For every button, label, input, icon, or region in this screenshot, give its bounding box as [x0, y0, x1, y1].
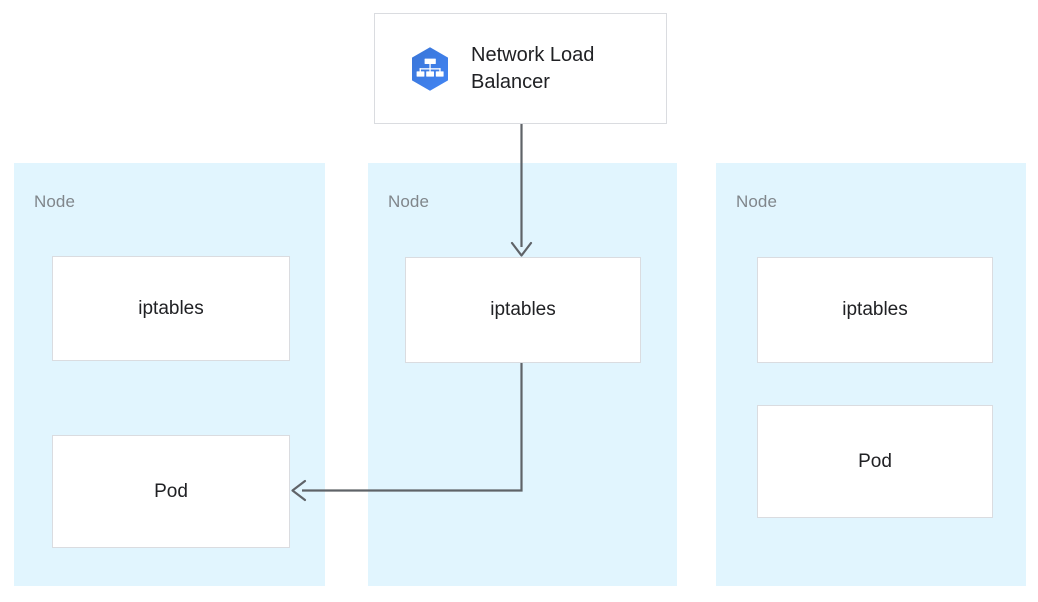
pod-box-node-3: Pod — [757, 405, 993, 518]
node-panel-3: Node iptables Pod — [716, 163, 1026, 586]
iptables-box-node-3-label: iptables — [842, 299, 908, 320]
node-label-2: Node — [388, 192, 430, 211]
node-panel-1: Node iptables Pod — [14, 163, 325, 586]
node-panel-2: Node iptables — [368, 163, 677, 586]
node-label-3: Node — [736, 192, 778, 211]
node-label-1: Node — [34, 192, 76, 211]
iptables-box-node-1: iptables — [52, 256, 290, 361]
pod-box-node-1: Pod — [52, 435, 290, 548]
iptables-box-node-3: iptables — [757, 257, 993, 363]
pod-box-node-1-label: Pod — [154, 480, 188, 502]
network-load-balancer-icon — [406, 45, 454, 93]
network-load-balancer-title: Network Load Balancer — [471, 43, 595, 93]
iptables-box-node-2: iptables — [405, 257, 641, 363]
iptables-box-node-1-label: iptables — [138, 297, 204, 319]
pod-box-node-3-label: Pod — [858, 450, 892, 472]
iptables-box-node-2-label: iptables — [490, 299, 556, 320]
network-load-balancer-card: Network Load Balancer — [374, 13, 667, 124]
